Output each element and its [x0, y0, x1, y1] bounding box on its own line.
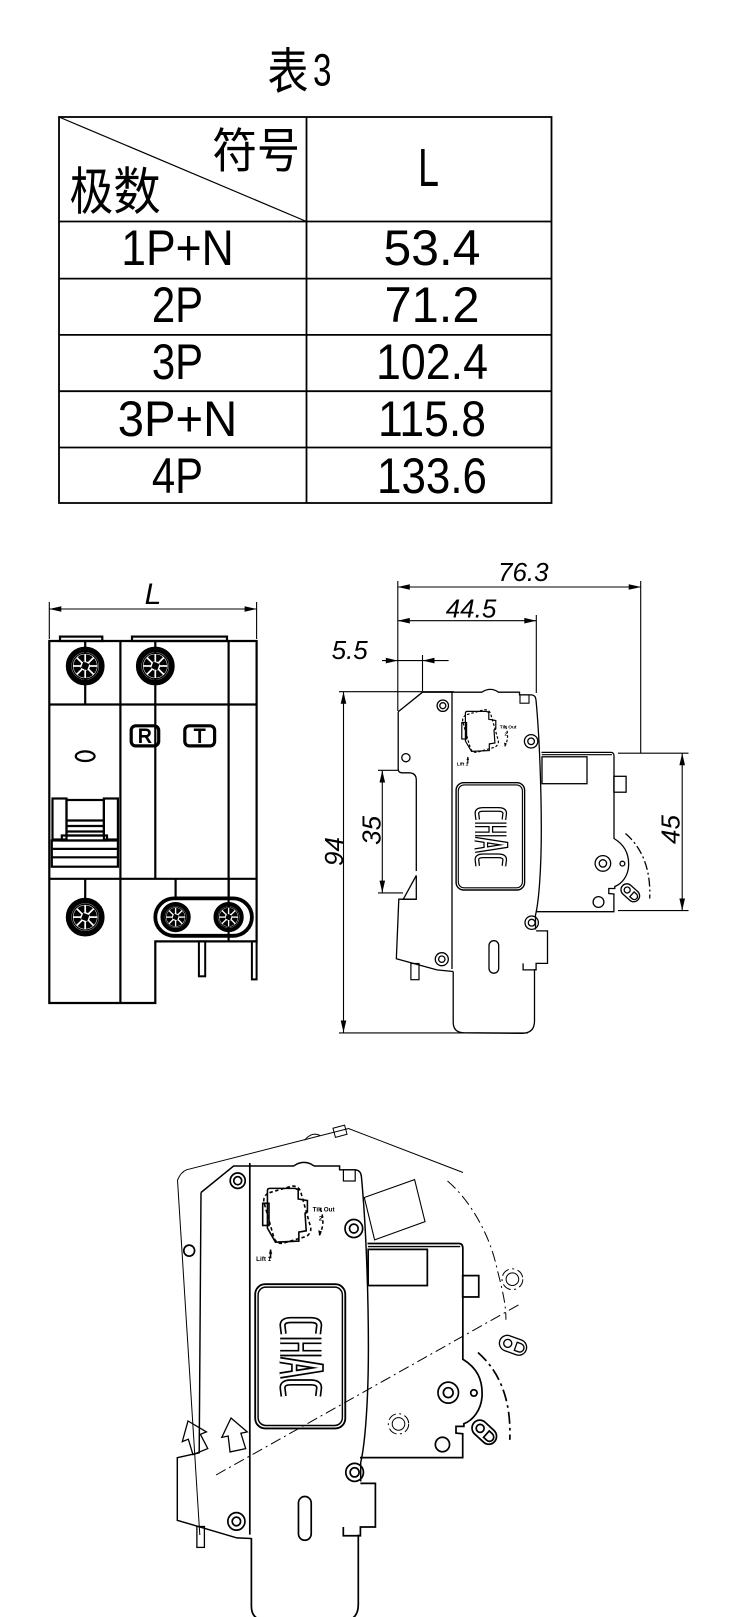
svg-text:1P+N: 1P+N [121, 220, 234, 276]
svg-text:133.6: 133.6 [377, 448, 487, 504]
svg-text:L: L [145, 578, 162, 611]
svg-text:L: L [418, 138, 439, 198]
svg-text:102.4: 102.4 [376, 334, 488, 390]
svg-text:T: T [194, 726, 206, 747]
svg-text:5.5: 5.5 [332, 635, 369, 665]
svg-text:R: R [138, 726, 152, 747]
svg-text:76.3: 76.3 [498, 557, 549, 587]
svg-text:44.5: 44.5 [446, 594, 497, 624]
svg-text:4P: 4P [152, 448, 203, 504]
svg-text:71.2: 71.2 [385, 277, 480, 333]
svg-text:45: 45 [656, 815, 686, 844]
svg-text:53.4: 53.4 [384, 220, 481, 276]
svg-text:94: 94 [319, 837, 349, 866]
svg-text:2P: 2P [152, 277, 203, 333]
svg-text:35: 35 [357, 815, 387, 844]
svg-text:3: 3 [313, 45, 332, 96]
svg-text:3P: 3P [152, 334, 203, 390]
svg-text:3P+N: 3P+N [118, 391, 238, 447]
svg-text:115.8: 115.8 [378, 391, 486, 447]
